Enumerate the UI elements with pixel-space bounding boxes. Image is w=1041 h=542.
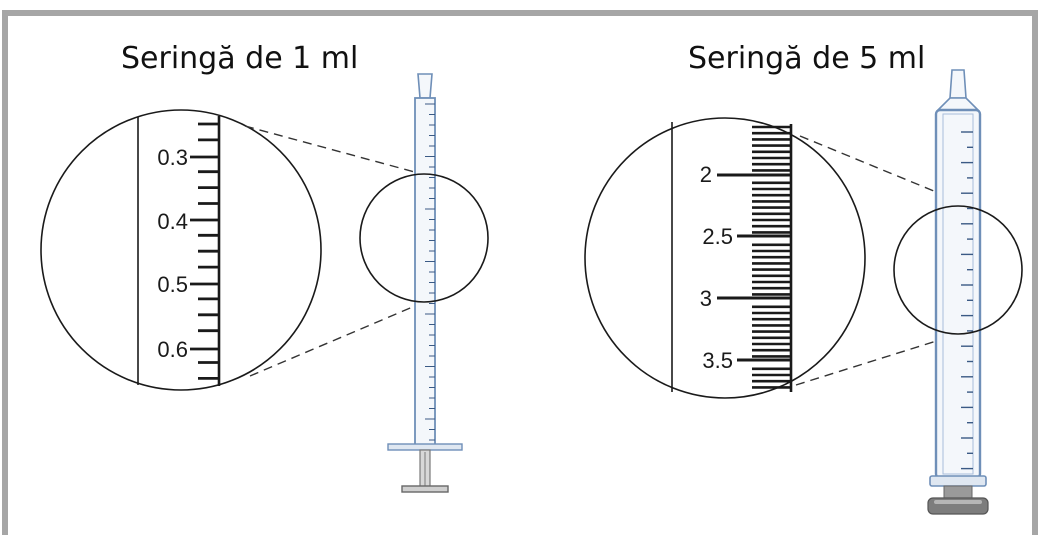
syringe-5ml-thumb-highlight	[934, 500, 982, 504]
syringe-5ml-group: 2 2.5 3 3.5	[584, 69, 1023, 515]
syringe-5ml-neck	[936, 97, 980, 111]
label-1ml-1: 0.4	[157, 209, 188, 234]
label-1ml-2: 0.5	[157, 272, 188, 297]
magnifier-5ml-circle	[584, 117, 866, 399]
label-5ml-0: 2	[700, 162, 712, 187]
zoom-area-1ml-circle	[359, 173, 489, 303]
syringe-1ml-thumb-press	[401, 485, 449, 493]
connector-1ml-bottom	[249, 302, 423, 377]
syringe-5ml-flange	[929, 475, 987, 487]
connector-5ml-top	[799, 135, 947, 197]
connector-5ml-bottom	[795, 337, 947, 386]
label-1ml-0: 0.3	[157, 145, 188, 170]
syringe-1ml-title: Seringă de 1 ml	[121, 41, 359, 76]
syringe-5ml-title: Seringă de 5 ml	[688, 41, 926, 76]
syringe-1ml-group: 0.3 0.4 0.5 0.6	[40, 73, 489, 493]
syringe-5ml-tip	[949, 69, 967, 99]
zoom-area-5ml-circle	[893, 205, 1023, 335]
syringe-1ml-flange	[387, 443, 463, 451]
magnifier-1ml-circle	[40, 109, 322, 391]
syringe-5ml-barrel-inner	[942, 113, 974, 475]
connector-1ml-top	[244, 125, 423, 175]
frame-border	[2, 10, 1038, 535]
label-5ml-3: 3.5	[702, 348, 733, 373]
syringe-1ml-tip	[417, 73, 433, 99]
label-1ml-3: 0.6	[157, 337, 188, 362]
label-5ml-2: 3	[700, 286, 712, 311]
magnifier-5ml-ticks	[717, 125, 791, 389]
syringe-1ml-graduations	[425, 103, 435, 441]
syringe-1ml-barrel	[414, 97, 436, 449]
magnifier-1ml-ticks	[190, 122, 219, 380]
label-5ml-1: 2.5	[702, 224, 733, 249]
syringe-5ml-graduations	[961, 131, 973, 470]
